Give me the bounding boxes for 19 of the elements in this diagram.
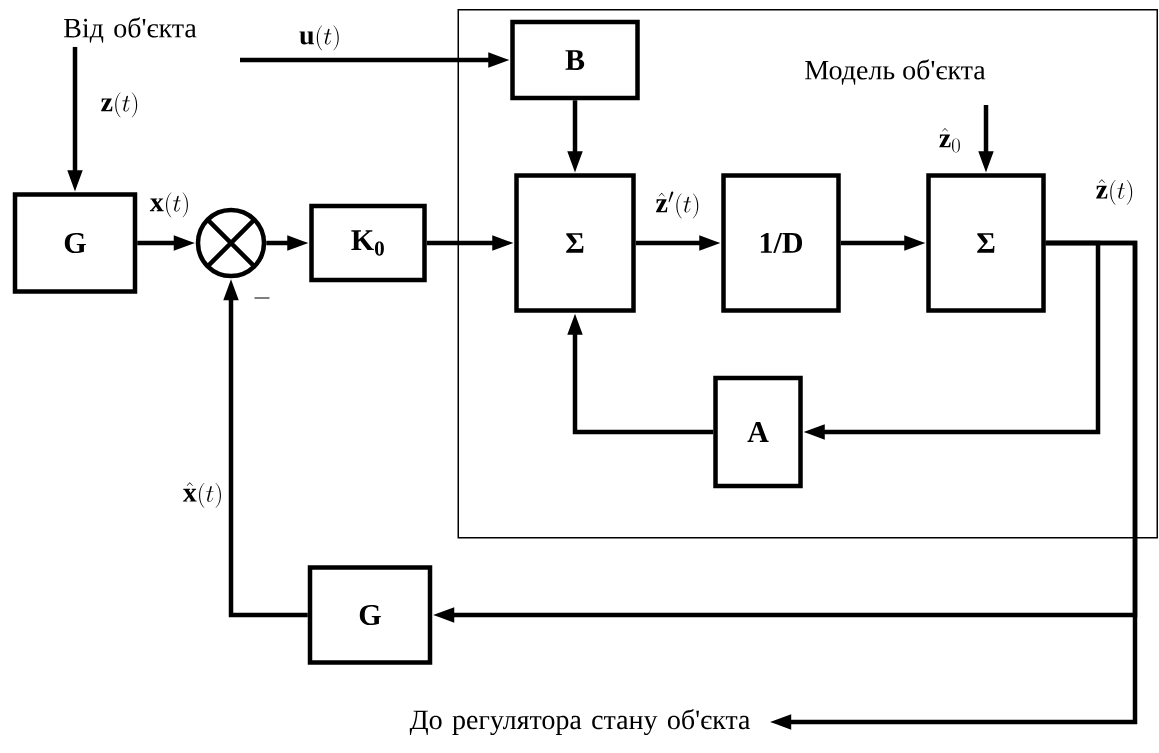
- block-box: G: [307, 565, 433, 665]
- edge-label: $\mathbf{x}(t)$: [148, 191, 192, 219]
- block-box: G: [12, 192, 138, 294]
- multiplier-circle: [195, 207, 267, 279]
- edge-label: $\mathbf{u}(t)$: [298, 24, 342, 52]
- block-box: K$_{0}$: [309, 203, 427, 283]
- block-box: A: [713, 375, 803, 489]
- edge-label: $\mathbf{z}(t)$: [99, 91, 141, 119]
- edge-label: $\hat{\mathbf{z}}_0$: [937, 126, 963, 154]
- block-box: Σ: [926, 173, 1046, 313]
- signal-text: До регулятора стану об'єкта: [409, 708, 751, 736]
- block-box: 1/D: [721, 173, 841, 313]
- signal-text: Від об'єкта: [64, 17, 197, 43]
- signal-label: $\hat{\mathbf{z}}(t)$: [1096, 179, 1133, 205]
- edge-label: $\hat{\mathbf{z}}'(t)$: [654, 190, 702, 220]
- signal-label: $-$: [254, 297, 270, 299]
- block-box: Σ: [514, 173, 636, 313]
- block-box: B: [510, 19, 640, 101]
- edge-label: $\hat{\mathbf{x}}(t)$: [181, 481, 225, 509]
